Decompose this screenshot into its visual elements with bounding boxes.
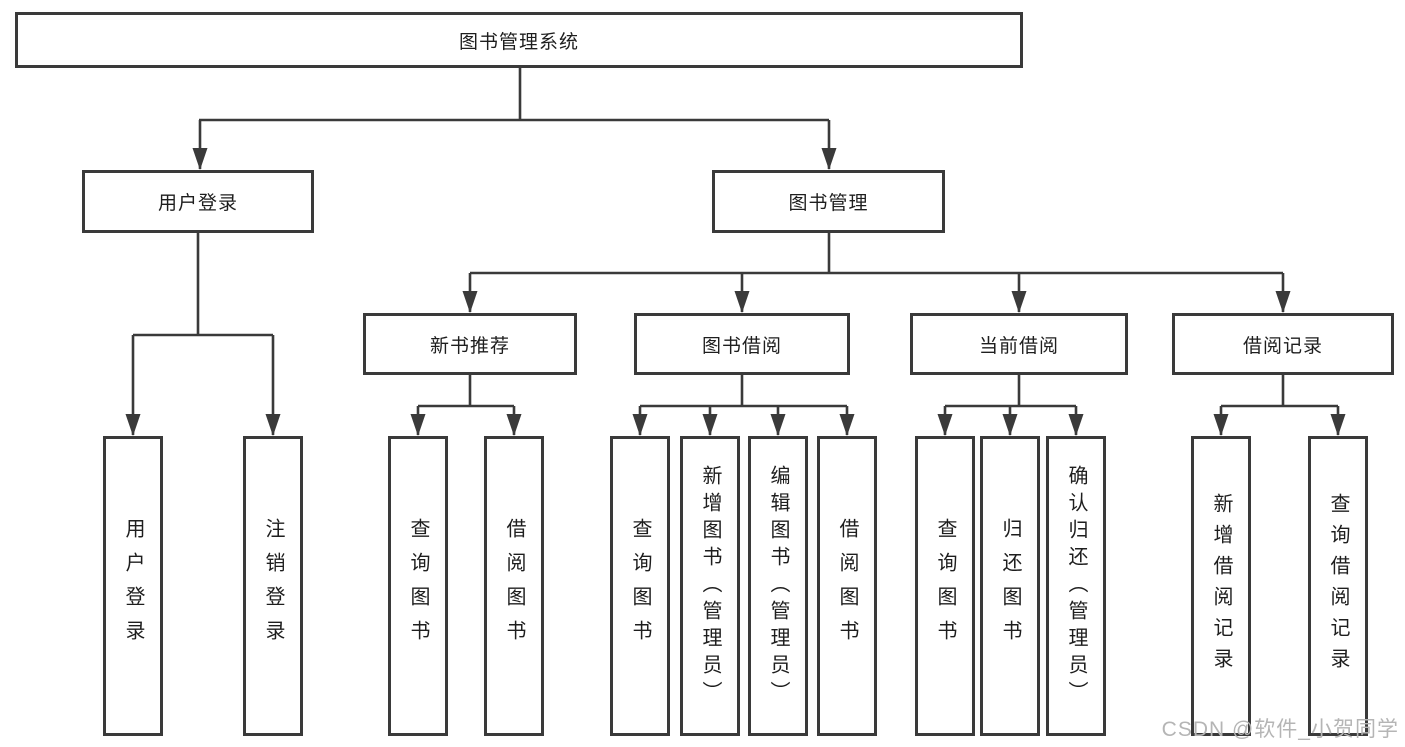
leaf-add-book-admin: 新增图书（管理员） [680,436,740,736]
leaf-borrow-books-recommend-label: 借阅图书 [503,518,525,654]
leaf-query-books-borrow: 查询图书 [610,436,670,736]
leaf-query-books-recommend: 查询图书 [388,436,448,736]
leaf-query-books-current-label: 查询图书 [934,518,956,654]
node-user-login-label: 用户登录 [157,193,238,214]
leaf-add-book-admin-label: 新增图书（管理员） [699,464,721,708]
leaf-edit-book-admin: 编辑图书（管理员） [748,436,808,736]
leaf-add-borrow-record: 新增借阅记录 [1191,436,1251,736]
node-book-management-label: 图书管理 [788,193,869,214]
watermark: CSDN @软件_小贺同学 [1161,718,1399,741]
connector-stems [133,67,1338,408]
leaf-query-books-current: 查询图书 [915,436,975,736]
leaf-borrow-books-recommend: 借阅图书 [484,436,544,736]
leaf-logout-label: 注销登录 [262,518,284,654]
leaf-query-books-borrow-label: 查询图书 [629,518,651,654]
leaf-edit-book-admin-label: 编辑图书（管理员） [767,464,789,708]
node-book-borrowing-label: 图书借阅 [701,335,782,357]
leaf-query-borrow-record: 查询借阅记录 [1308,436,1368,736]
node-root-label: 图书管理系统 [458,31,579,53]
node-current-borrowing-label: 当前借阅 [978,335,1059,357]
node-new-book-recommend-label: 新书推荐 [429,335,510,357]
node-book-borrowing: 图书借阅 [634,313,850,375]
node-new-book-recommend: 新书推荐 [363,313,577,375]
leaf-return-books-label: 归还图书 [999,518,1021,654]
leaf-query-borrow-record-label: 查询借阅记录 [1327,493,1349,679]
leaf-user-login-label: 用户登录 [122,518,144,654]
leaf-borrow-books: 借阅图书 [817,436,877,736]
leaf-return-books: 归还图书 [980,436,1040,736]
leaf-logout: 注销登录 [243,436,303,736]
leaf-query-books-recommend-label: 查询图书 [407,518,429,654]
node-current-borrowing: 当前借阅 [910,313,1128,375]
node-borrowing-records-label: 借阅记录 [1242,335,1323,357]
leaf-add-borrow-record-label: 新增借阅记录 [1210,493,1232,679]
arrow-connectors [125,120,1346,436]
leaf-confirm-return-admin: 确认归还（管理员） [1046,436,1106,736]
node-book-management: 图书管理 [712,170,945,233]
leaf-confirm-return-admin-label: 确认归还（管理员） [1065,464,1087,708]
leaf-borrow-books-label: 借阅图书 [836,518,858,654]
node-root: 图书管理系统 [15,12,1023,68]
node-user-login: 用户登录 [82,170,314,233]
leaf-user-login: 用户登录 [103,436,163,736]
node-borrowing-records: 借阅记录 [1172,313,1394,375]
